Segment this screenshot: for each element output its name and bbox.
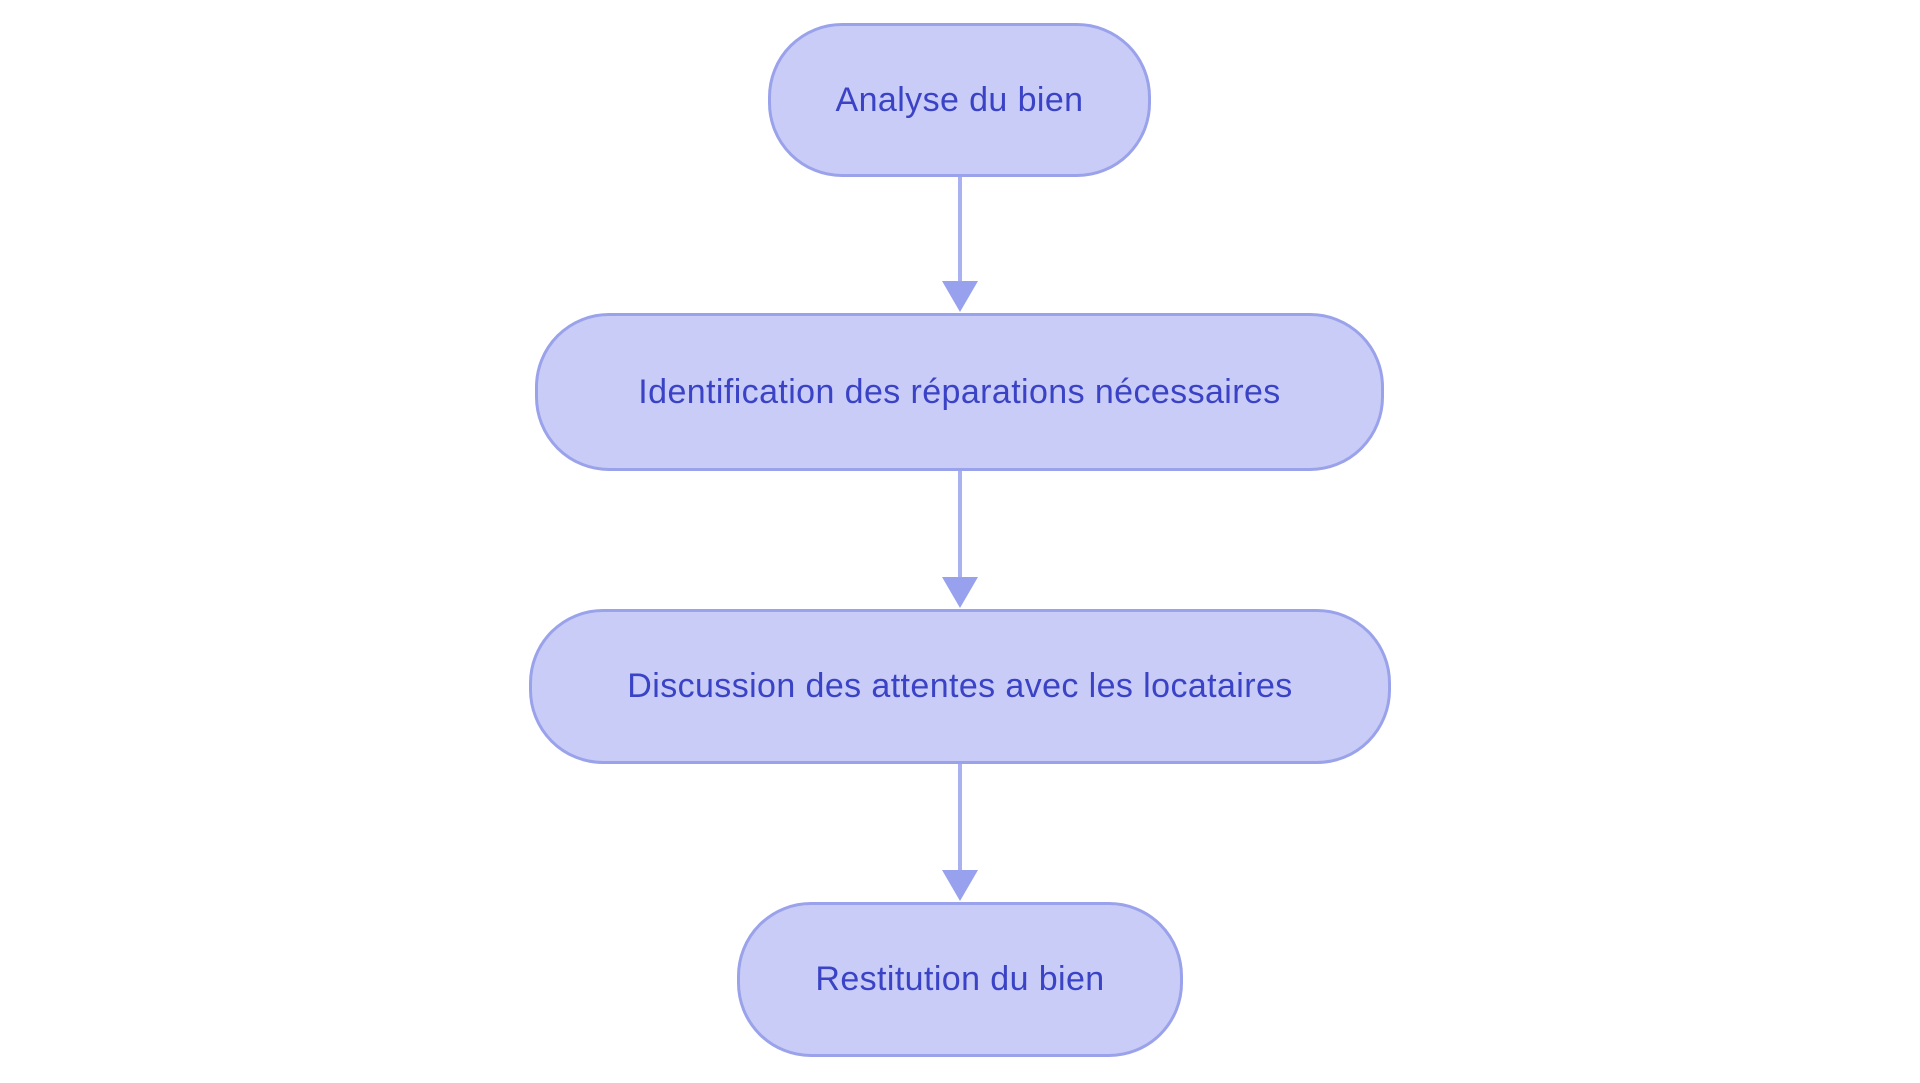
arrow-discussion-to-restitution [942, 764, 978, 901]
arrow-shaft [958, 764, 962, 873]
arrow-down-icon [942, 870, 978, 901]
node-label: Discussion des attentes avec les locatai… [627, 667, 1293, 705]
node-label: Identification des réparations nécessair… [638, 372, 1281, 411]
node-label: Analyse du bien [835, 80, 1084, 119]
node-analyse-du-bien: Analyse du bien [768, 23, 1151, 177]
node-identification-reparations: Identification des réparations nécessair… [535, 313, 1384, 471]
arrow-down-icon [942, 577, 978, 608]
arrow-down-icon [942, 281, 978, 312]
node-label: Restitution du bien [815, 960, 1105, 998]
arrow-shaft [958, 471, 962, 580]
arrow-identification-to-discussion [942, 471, 978, 608]
arrow-shaft [958, 177, 962, 284]
node-discussion-attentes: Discussion des attentes avec les locatai… [529, 609, 1391, 764]
arrow-analyse-to-identification [942, 177, 978, 312]
node-restitution-du-bien: Restitution du bien [737, 902, 1183, 1057]
